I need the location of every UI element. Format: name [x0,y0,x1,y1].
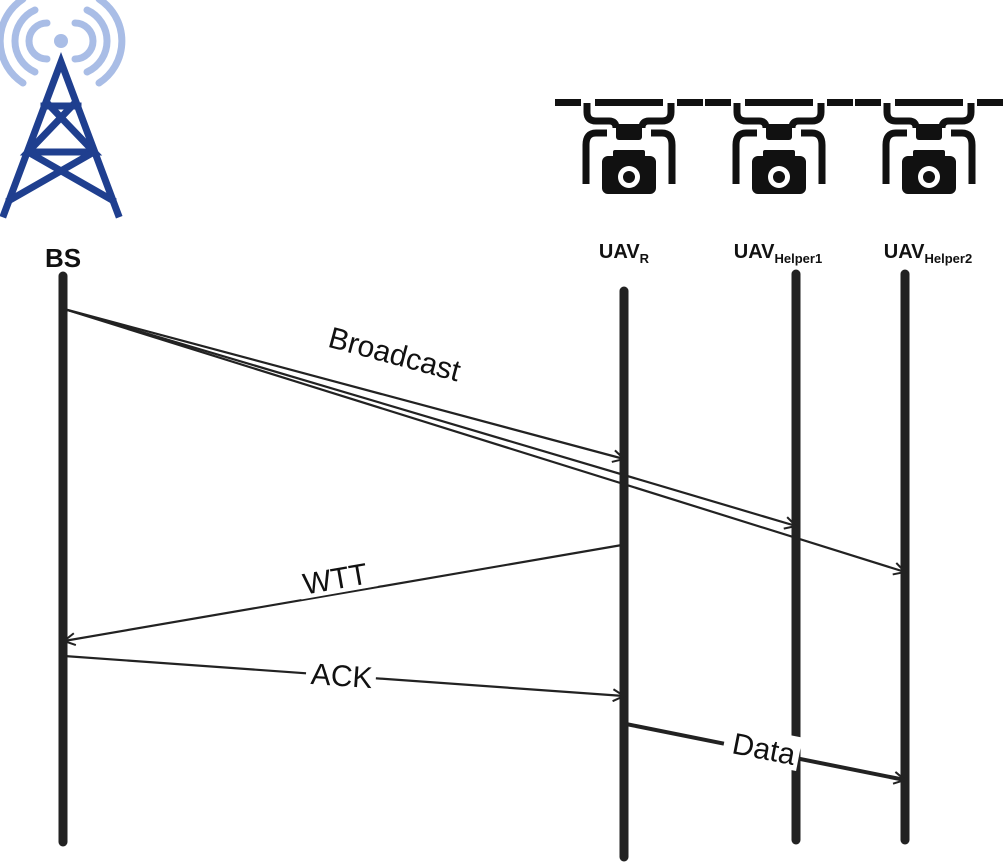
wtt-label-bg [295,554,379,600]
tower-body [0,52,123,219]
actor-label-uav-r-base: UAV [599,241,640,263]
broadcast-label: Broadcast [325,321,465,388]
actor-label-uav-helper1-base: UAV [734,241,775,263]
actor-label-uav-helper1: UAVHelper1 [734,241,822,266]
wtt-label: WTT [300,558,370,602]
data-label-bg [721,723,803,771]
actor-label-uav-helper2-base: UAV [884,241,925,263]
broadcast-arrow-to-uav-helper2 [63,307,905,572]
ack-label-bg [304,655,378,695]
broadcast-arrow-to-uav-helper1 [63,307,796,526]
actor-label-uav-r: UAVR [599,241,650,266]
signal-waves-icon [0,0,126,87]
drone-camera-icon [555,99,703,194]
actor-label-uav-helper2-sub: Helper2 [925,251,973,266]
drone-camera-icon [705,99,853,194]
wtt-arrow [64,543,623,641]
actor-label-uav-helper1-sub: Helper1 [775,251,823,266]
ack-label: ACK [310,658,374,695]
actor-label-uav-helper2: UAVHelper2 [884,241,972,266]
data-label: Data [730,727,799,772]
cell-tower-icon [0,0,126,219]
actor-label-bs: BS [45,243,81,273]
antenna-dot [54,34,68,48]
drone-camera-icon [855,99,1003,194]
broadcast-arrow-to-uav-r [63,307,624,459]
actor-label-uav-r-sub: R [640,251,650,266]
